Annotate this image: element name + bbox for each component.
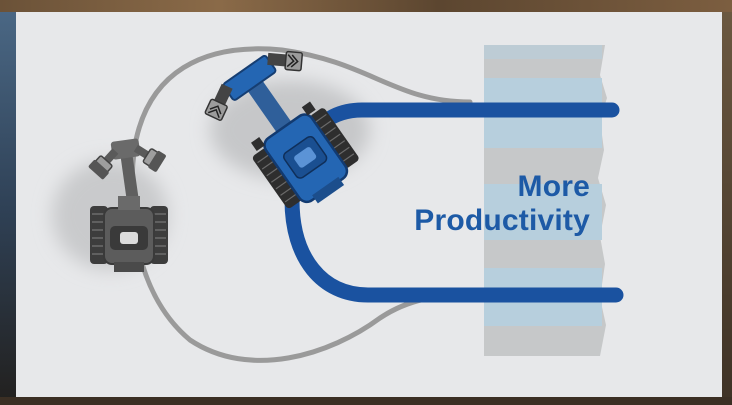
tractor-blue-icon [204, 50, 359, 209]
background-right [722, 12, 732, 405]
caption-line-2: Productivity [414, 204, 590, 237]
background-left [0, 12, 16, 405]
productivity-caption: More Productivity [332, 170, 590, 238]
background-bottom [0, 397, 732, 405]
tractor-gray-icon [88, 138, 168, 272]
background-top [0, 0, 732, 12]
caption-line-1: More [517, 170, 590, 203]
